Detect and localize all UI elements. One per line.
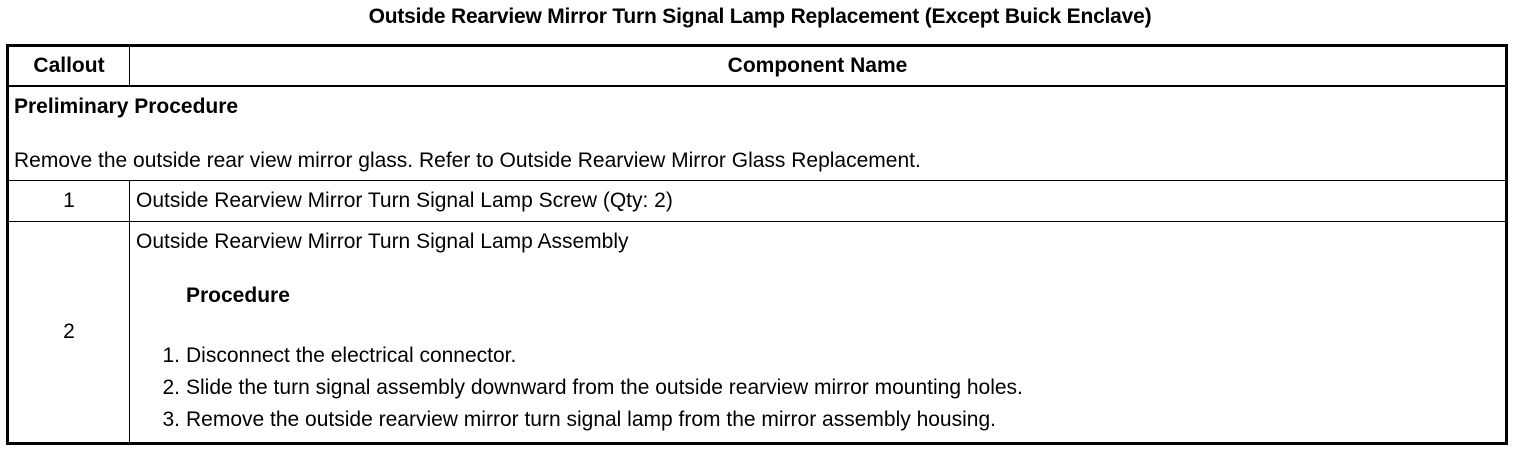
header-callout: Callout — [7, 45, 130, 87]
procedure-steps: 1. Disconnect the electrical connector. … — [136, 340, 1499, 436]
component-cell: Outside Rearview Mirror Turn Signal Lamp… — [129, 180, 1507, 222]
preliminary-row: Preliminary Procedure Remove the outside… — [7, 85, 1507, 181]
callout-cell: 1 — [7, 180, 130, 222]
step-number: 3. — [162, 408, 180, 431]
table-header-row: Callout Component Name — [7, 45, 1507, 87]
document-title: Outside Rearview Mirror Turn Signal Lamp… — [368, 5, 1152, 28]
preliminary-text: Remove the outside rear view mirror glas… — [14, 149, 921, 172]
component-cell: Outside Rearview Mirror Turn Signal Lamp… — [129, 221, 1507, 444]
preliminary-heading: Preliminary Procedure — [14, 95, 239, 118]
component-name: Outside Rearview Mirror Turn Signal Lamp… — [136, 230, 629, 253]
step-text: Slide the turn signal assembly downward … — [186, 376, 1023, 399]
step-number: 1. — [162, 344, 180, 367]
procedure-step: 2. Slide the turn signal assembly downwa… — [162, 372, 1499, 404]
procedure-step: 3. Remove the outside rearview mirror tu… — [162, 404, 1499, 436]
step-number: 2. — [162, 376, 180, 399]
step-text: Remove the outside rearview mirror turn … — [186, 408, 996, 431]
table-row: 1 Outside Rearview Mirror Turn Signal La… — [7, 180, 1507, 222]
procedure-step: 1. Disconnect the electrical connector. — [162, 340, 1499, 372]
header-component-name: Component Name — [129, 45, 1507, 87]
table-row: 2 Outside Rearview Mirror Turn Signal La… — [7, 221, 1507, 444]
callout-cell: 2 — [7, 221, 130, 444]
step-text: Disconnect the electrical connector. — [186, 344, 517, 367]
procedure-heading: Procedure — [186, 284, 290, 307]
preliminary-cell: Preliminary Procedure Remove the outside… — [7, 85, 1507, 181]
procedure-table: Callout Component Name Preliminary Proce… — [6, 44, 1508, 445]
